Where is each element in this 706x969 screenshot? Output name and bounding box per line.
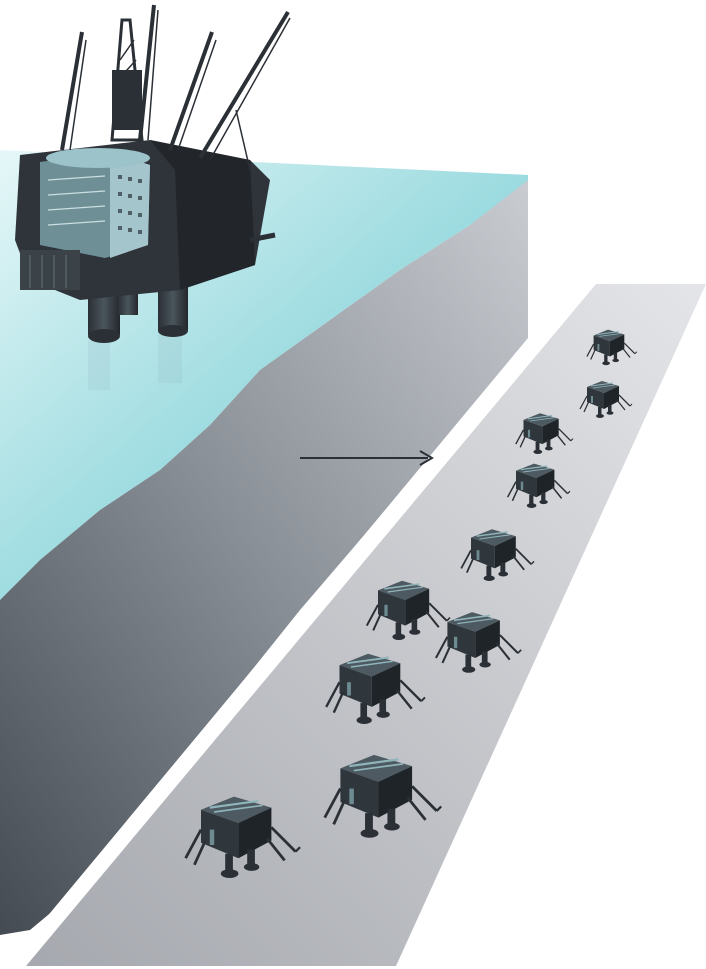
- diagram-canvas: [0, 0, 706, 969]
